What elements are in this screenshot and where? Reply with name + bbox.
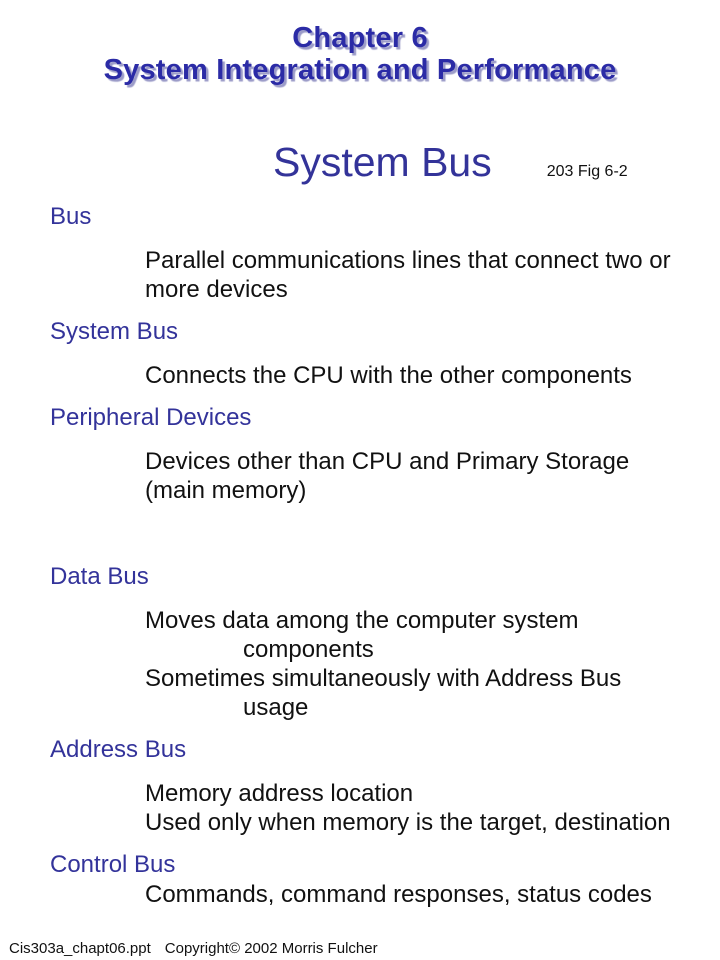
- definition-body: Memory address location Used only when m…: [0, 779, 720, 837]
- definition-line: Used only when memory is the target, des…: [145, 809, 671, 836]
- term-heading: Address Bus: [50, 736, 187, 763]
- term-heading: Bus: [50, 203, 92, 230]
- definition-section-data-bus: Data Bus Moves data among the computer s…: [0, 562, 720, 722]
- footer-filename: Cis303a_chapt06.ppt: [9, 940, 151, 957]
- footer-copyright: Copyright© 2002 Morris Fulcher: [164, 940, 378, 957]
- definition-line: Parallel communications lines that conne…: [145, 247, 671, 274]
- definition-section-bus: Bus Parallel communications lines that c…: [0, 202, 720, 304]
- term-heading: Data Bus: [50, 563, 149, 590]
- definition-line: Moves data among the computer system: [145, 607, 579, 634]
- definition-line: Memory address location: [145, 780, 414, 807]
- definition-section-peripheral-devices: Peripheral Devices Devices other than CP…: [0, 403, 720, 505]
- definition-line: components: [243, 636, 374, 663]
- definition-body: Parallel communications lines that conne…: [0, 246, 720, 304]
- definition-line: Sometimes simultaneously with Address Bu…: [145, 665, 622, 692]
- definition-line: usage: [243, 694, 309, 721]
- definition-body: Connects the CPU with the other componen…: [0, 361, 720, 390]
- term-heading: Peripheral Devices: [50, 404, 252, 431]
- definition-body: Commands, command responses, status code…: [0, 880, 720, 909]
- slide-subheading-row: System Bus 203 Fig 6-2: [273, 140, 628, 184]
- page-title: Chapter 6 System Integration and Perform…: [0, 22, 720, 86]
- slide-heading: System Bus: [273, 139, 492, 185]
- figure-reference: 203 Fig 6-2: [546, 163, 628, 180]
- definition-body: Devices other than CPU and Primary Stora…: [0, 447, 720, 505]
- definition-body: Moves data among the computer system com…: [0, 606, 720, 722]
- definition-section-address-bus: Address Bus Memory address location Used…: [0, 735, 720, 837]
- term-heading: Control Bus: [50, 851, 176, 878]
- definition-line: Connects the CPU with the other componen…: [145, 362, 632, 389]
- definition-list: Bus Parallel communications lines that c…: [0, 202, 720, 909]
- definition-section-control-bus: Control Bus Commands, command responses,…: [0, 850, 720, 909]
- definition-line: Devices other than CPU and Primary Stora…: [145, 448, 630, 475]
- definition-line: (main memory): [145, 477, 307, 504]
- slide-footer: Cis303a_chapt06.ppt Copyright© 2002 Morr…: [9, 940, 378, 957]
- definition-line: Commands, command responses, status code…: [145, 881, 652, 908]
- title-line-1: Chapter 6: [292, 22, 428, 54]
- term-heading: System Bus: [50, 318, 179, 345]
- title-line-2: System Integration and Performance: [103, 54, 617, 86]
- definition-section-system-bus: System Bus Connects the CPU with the oth…: [0, 317, 720, 390]
- definition-line: more devices: [145, 276, 288, 303]
